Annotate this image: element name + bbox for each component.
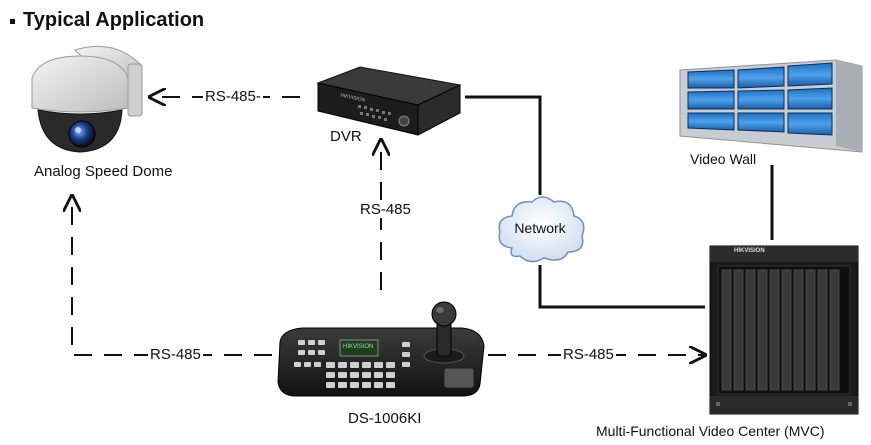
link-label-keyboard-dome: RS-485 <box>148 346 203 363</box>
link-network-mvc <box>538 265 705 309</box>
bullet-icon <box>10 19 15 24</box>
cloud-icon <box>498 196 585 263</box>
mvc-label: Multi-Functional Video Center (MVC) <box>596 423 825 439</box>
keyboard-icon <box>277 301 485 397</box>
keyboard-brand: HIKVISION <box>343 344 374 350</box>
keyboard-device: HIKVISION <box>272 298 488 398</box>
video-wall-icon <box>679 59 863 153</box>
link-label-dvr-dome: RS-485- <box>203 88 263 105</box>
title-text: Typical Application <box>23 9 205 31</box>
dvr-label: DVR <box>330 128 362 145</box>
video-wall-label: Video Wall <box>690 151 757 167</box>
mvc-device: HIKVISION <box>708 244 860 416</box>
mvc-brand: HIKVISION <box>734 248 765 254</box>
link-label-keyboard-dvr: RS-485 <box>358 201 413 218</box>
speed-dome-icon <box>31 45 143 153</box>
network-label: Network <box>514 220 566 236</box>
keyboard-label: DS-1006KI <box>348 410 422 427</box>
speed-dome-label: Analog Speed Dome <box>34 163 173 180</box>
speed-dome-device <box>20 38 160 168</box>
page-title: Typical Application <box>10 9 204 32</box>
dvr-icon <box>316 66 462 136</box>
network-cloud: Network <box>492 190 588 268</box>
dvr-device: HIKVISION <box>300 65 465 137</box>
link-dvr-network <box>465 95 542 195</box>
mvc-icon <box>709 245 859 415</box>
link-label-keyboard-mvc: RS-485 <box>561 346 616 363</box>
video-wall-device <box>676 58 864 156</box>
link-keyboard-dome <box>72 196 272 356</box>
